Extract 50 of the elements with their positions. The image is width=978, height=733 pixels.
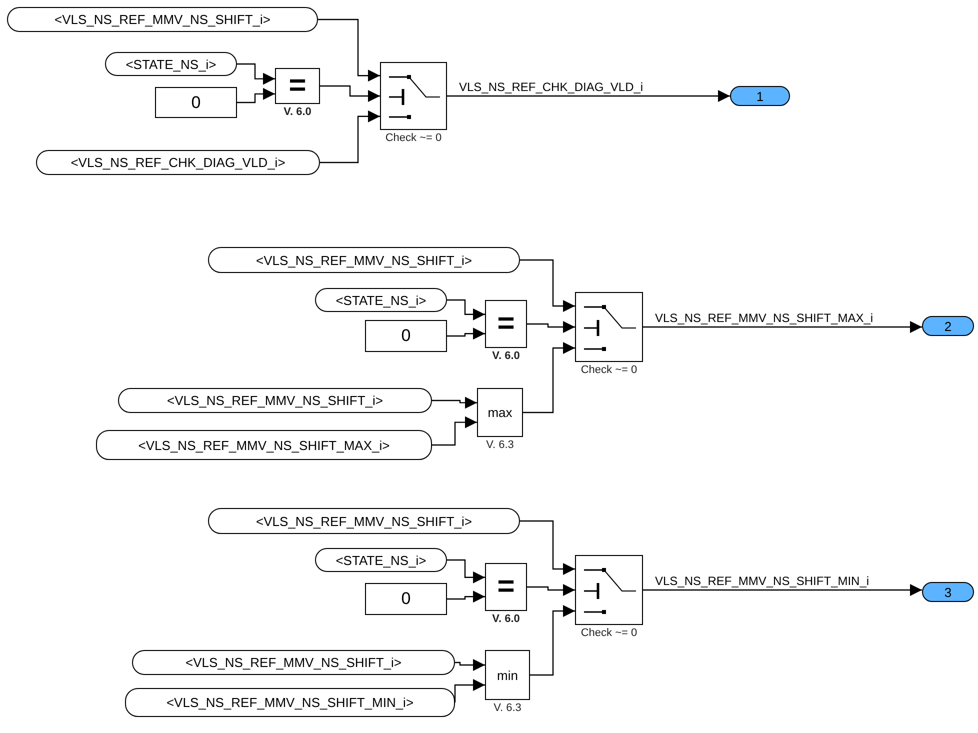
signal-tag: <STATE_NS_i> <box>315 548 447 572</box>
edge-label: VLS_NS_REF_MMV_NS_SHIFT_MAX_i <box>655 311 874 325</box>
signal-line <box>530 605 575 676</box>
signal-line <box>237 88 275 104</box>
signal-line <box>455 659 485 671</box>
signal-line <box>643 584 922 596</box>
block-caption: V. 6.3 <box>486 439 514 451</box>
signal-line <box>432 396 477 409</box>
signal-tag: <VLS_NS_REF_MMV_NS_SHIFT_MIN_i> <box>125 688 455 717</box>
signal-tag: <VLS_NS_REF_MMV_NS_SHIFT_i> <box>132 650 455 675</box>
signal-line <box>527 584 575 596</box>
block-caption: Check ~= 0 <box>580 364 638 376</box>
edge-label: VLS_NS_REF_MMV_NS_SHIFT_MIN_i <box>655 574 870 588</box>
constant-block: 0 <box>365 320 447 352</box>
block-caption: V. 6.0 <box>284 106 312 118</box>
output-port: 1 <box>730 86 790 106</box>
signal-tag: <VLS_NS_REF_MMV_NS_SHIFT_i> <box>118 388 432 413</box>
signal-line <box>520 259 575 312</box>
block-caption: V. 6.0 <box>492 350 520 362</box>
signal-tag: <STATE_NS_i> <box>105 52 237 76</box>
signal-line <box>523 342 575 414</box>
output-port: 3 <box>922 582 974 602</box>
signal-line <box>237 63 275 85</box>
constant-block: 0 <box>155 87 237 118</box>
signal-line <box>447 590 485 603</box>
signal-line <box>320 110 380 164</box>
signal-line <box>520 520 575 575</box>
signal-tag: <VLS_NS_REF_MMV_NS_SHIFT_i> <box>208 247 520 273</box>
constant-block: 0 <box>365 583 447 615</box>
signal-line <box>447 299 485 320</box>
signal-line <box>527 321 575 333</box>
signal-tag: <VLS_NS_REF_CHK_DIAG_VLD_i> <box>36 150 320 175</box>
signal-line <box>447 559 485 584</box>
signal-line <box>320 85 380 102</box>
signal-line <box>447 90 730 102</box>
signal-tag: <VLS_NS_REF_MMV_NS_SHIFT_i> <box>7 7 318 32</box>
signal-tag: <VLS_NS_REF_MMV_NS_SHIFT_i> <box>208 508 520 534</box>
block-caption: V. 6.3 <box>494 702 522 714</box>
signal-tag: <STATE_NS_i> <box>315 288 447 312</box>
block-caption: Check ~= 0 <box>580 627 638 639</box>
signal-line <box>643 321 922 333</box>
block-caption: Check ~= 0 <box>385 132 442 144</box>
output-port: 2 <box>922 316 974 336</box>
signal-line <box>432 416 477 446</box>
edge-label: VLS_NS_REF_CHK_DIAG_VLD_i <box>459 80 644 94</box>
signal-line <box>447 328 485 340</box>
signal-line <box>318 18 380 82</box>
signal-tag: <VLS_NS_REF_MMV_NS_SHIFT_MAX_i> <box>96 430 432 460</box>
block-caption: V. 6.0 <box>492 613 520 625</box>
signal-line <box>454 679 485 704</box>
